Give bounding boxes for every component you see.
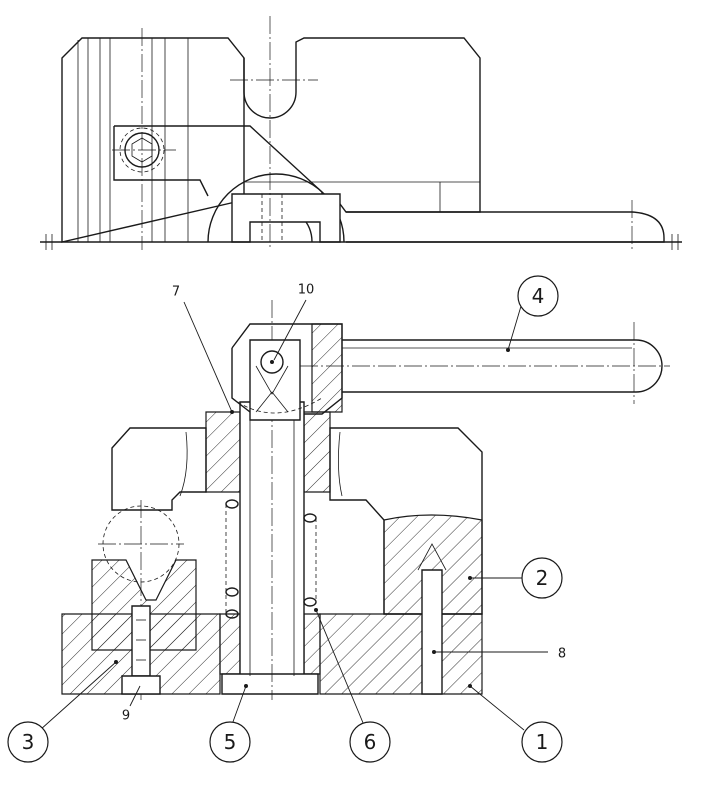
- top-clamp-block: [231, 193, 341, 243]
- leader-1: [469, 685, 525, 731]
- spring-part-6: [225, 499, 317, 619]
- body-left-upper: [111, 427, 207, 511]
- screw-head-part-9: [121, 675, 161, 695]
- pivot-pin-part-10: [260, 350, 284, 374]
- top-right-block: [243, 37, 481, 213]
- svg-text:2: 2: [536, 566, 549, 590]
- svg-text:4: 4: [532, 284, 545, 308]
- leader-6: [315, 609, 367, 731]
- label-10: 10: [298, 283, 315, 298]
- label-9: 9: [122, 709, 130, 724]
- screw-part-9: [131, 605, 151, 677]
- top-left-block: [61, 37, 245, 243]
- cam-section: [311, 323, 343, 413]
- lever-handle-part-4: [342, 339, 663, 393]
- leader-10: [273, 299, 307, 361]
- top-arm: [114, 125, 323, 242]
- balloon-1: 1: [521, 721, 563, 763]
- bushing-part-7-right: [303, 411, 331, 493]
- balloon-5: 5: [209, 721, 251, 763]
- svg-text:3: 3: [22, 730, 35, 754]
- leader-7: [183, 301, 233, 413]
- top-view: [40, 16, 682, 250]
- svg-text:5: 5: [224, 730, 237, 754]
- shaft-head-part-5: [221, 673, 319, 695]
- section-view: 4 2 1 3 5 6 7 10 8 9: [7, 275, 670, 763]
- top-handle: [346, 211, 665, 243]
- balloon-4: 4: [517, 275, 559, 317]
- leader-9: [129, 685, 141, 707]
- v-block-part-3: [91, 559, 197, 651]
- body-part-2-section: [383, 514, 483, 615]
- label-8: 8: [558, 647, 566, 662]
- leader-3: [39, 661, 117, 731]
- base-part-1-right: [319, 613, 483, 695]
- balloon-2: 2: [521, 557, 563, 599]
- pin-part-8: [421, 569, 443, 695]
- lever-fork: [249, 339, 301, 421]
- balloon-6: 6: [349, 721, 391, 763]
- label-7: 7: [172, 285, 180, 300]
- svg-text:6: 6: [364, 730, 377, 754]
- bushing-part-7-left: [205, 411, 241, 493]
- cam-head-outline: [231, 323, 343, 415]
- svg-text:1: 1: [536, 730, 549, 754]
- balloon-3: 3: [7, 721, 49, 763]
